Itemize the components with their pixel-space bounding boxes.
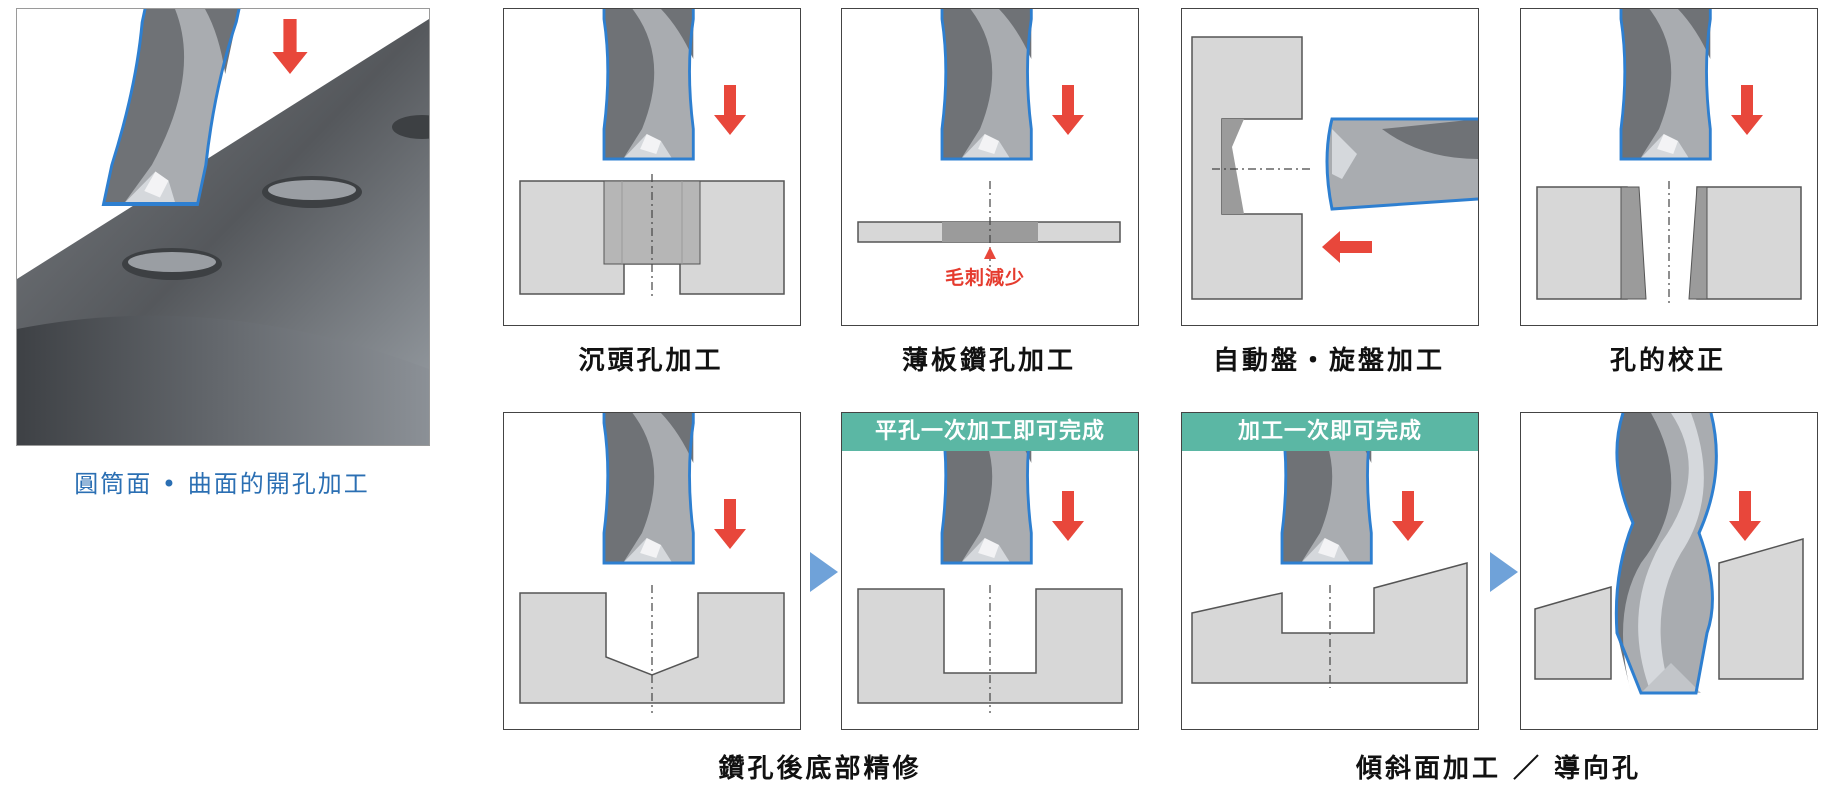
panel-bottom-finish bbox=[503, 412, 801, 730]
down-arrow-icon bbox=[714, 499, 746, 549]
down-arrow-icon bbox=[1052, 85, 1084, 135]
down-arrow-icon bbox=[714, 85, 746, 135]
incline-banner: 加工一次即可完成 bbox=[1182, 413, 1478, 451]
panel-flat-bottom: 平孔一次加工即可完成 bbox=[841, 412, 1139, 730]
panel-correction bbox=[1520, 8, 1818, 326]
step-arrow-icon bbox=[810, 552, 838, 592]
drill-bit-icon bbox=[940, 9, 1033, 161]
cylinder-surface-photo bbox=[16, 8, 430, 446]
caption-counterbore: 沉頭孔加工 bbox=[578, 346, 724, 376]
down-arrow-icon bbox=[1392, 491, 1424, 541]
panel-lathe bbox=[1181, 8, 1479, 326]
drill-bit-icon bbox=[602, 9, 695, 161]
drill-bit-icon bbox=[1614, 413, 1718, 695]
panel-thin-plate: 毛刺減少 bbox=[841, 8, 1139, 326]
flat-bottom-banner: 平孔一次加工即可完成 bbox=[842, 413, 1138, 451]
drill-bit-icon bbox=[1325, 117, 1478, 211]
photo-caption: 圓筒面 • 曲面的開孔加工 bbox=[74, 470, 370, 498]
caption-thin-plate: 薄板鑽孔加工 bbox=[901, 346, 1076, 376]
caption-bottom-finish: 鑽孔後底部精修 bbox=[718, 754, 922, 784]
down-arrow-icon bbox=[1729, 491, 1761, 541]
down-arrow-icon bbox=[1731, 85, 1763, 135]
drill-bit-icon bbox=[602, 413, 695, 565]
caption-incline: 傾斜面加工 ／ 導向孔 bbox=[1355, 754, 1642, 784]
caption-lathe: 自動盤‧旋盤加工 bbox=[1212, 346, 1445, 376]
panel-incline: 加工一次即可完成 bbox=[1181, 412, 1479, 730]
left-arrow-icon bbox=[1322, 231, 1372, 263]
panel-guide-hole bbox=[1520, 412, 1818, 730]
burr-reduction-note: 毛刺減少 bbox=[945, 267, 1026, 289]
caption-correction: 孔的校正 bbox=[1609, 346, 1726, 376]
drill-bit-icon bbox=[1619, 9, 1712, 161]
down-arrow-icon bbox=[1052, 491, 1084, 541]
panel-counterbore bbox=[503, 8, 801, 326]
step-arrow-icon bbox=[1490, 552, 1518, 592]
